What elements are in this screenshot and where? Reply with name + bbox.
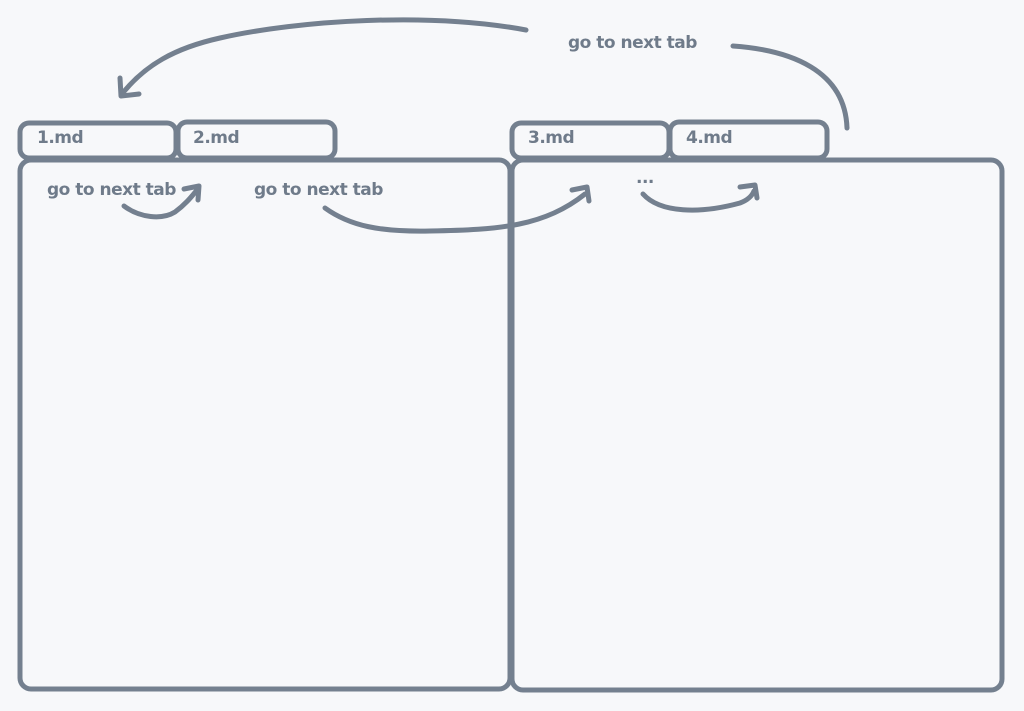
right-pane-ellipsis: ... — [636, 168, 654, 188]
top-return-arrow — [117, 17, 850, 131]
right-pane-arrow — [640, 182, 760, 213]
tab-2-label: 2.md — [193, 128, 240, 148]
top-arrow-label: go to next tab — [568, 33, 697, 53]
left-pane-label: go to next tab — [47, 180, 176, 200]
tab-1-label: 1.md — [37, 128, 84, 148]
cross-pane-label: go to next tab — [254, 180, 383, 200]
tab-3-label: 3.md — [528, 128, 575, 148]
left-pane-arrow — [121, 183, 202, 220]
cross-pane-arrow — [322, 184, 592, 234]
left-pane — [17, 157, 513, 692]
right-pane — [509, 157, 1005, 693]
tab-4-label: 4.md — [686, 128, 733, 148]
